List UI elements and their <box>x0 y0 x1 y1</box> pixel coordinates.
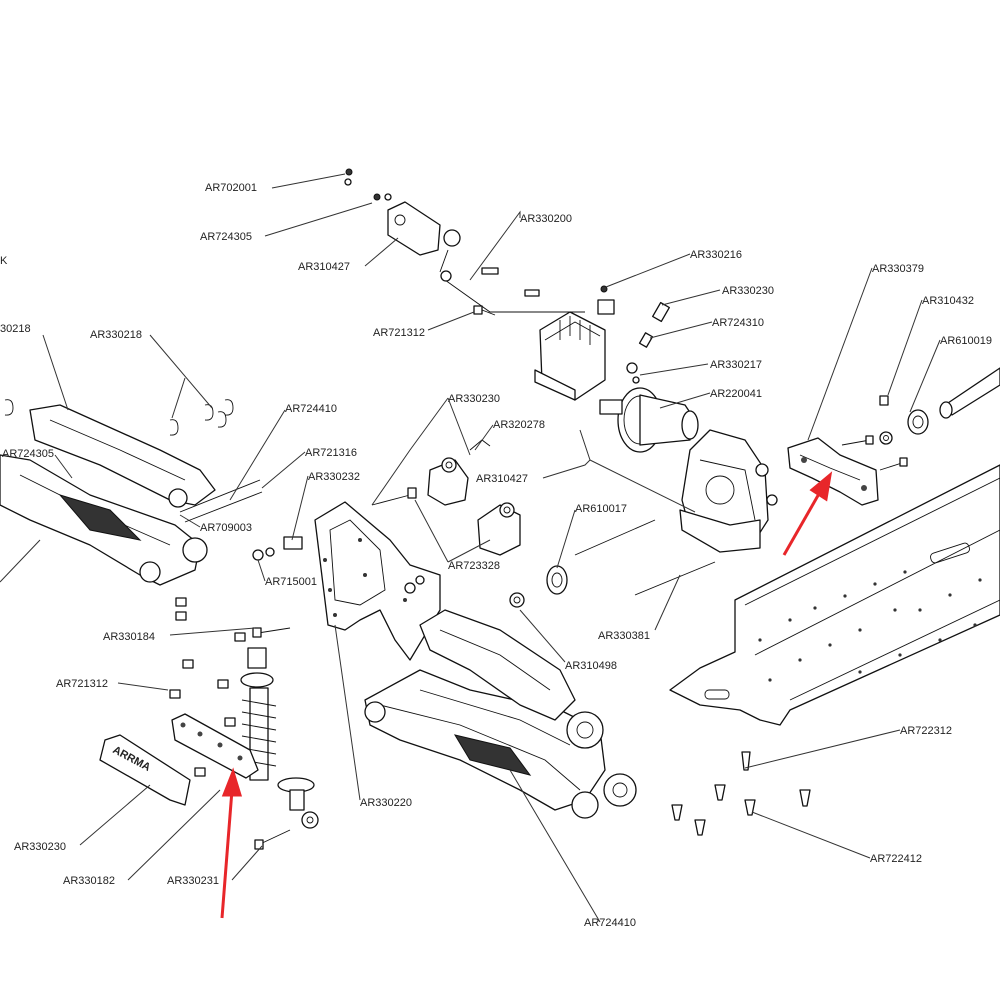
upper-suspension-arm-left <box>29 404 216 508</box>
bearing-ar610017 <box>546 565 568 595</box>
gearbox-housing <box>679 429 778 553</box>
leader-lines <box>0 173 941 923</box>
label-ar330218: AR330218 <box>90 329 142 341</box>
label-ar330200: AR330200 <box>520 213 572 225</box>
label-edge-k: K <box>0 255 8 267</box>
label-ar610019: AR610019 <box>940 335 992 347</box>
label-ar330230-right: AR330230 <box>722 285 774 297</box>
label-ar330231: AR330231 <box>167 875 219 887</box>
rear-chassis-brace <box>787 437 879 506</box>
label-ar330216: AR330216 <box>690 249 742 261</box>
hinge-pin-upper <box>574 519 656 556</box>
label-ar310427-top: AR310427 <box>298 261 350 273</box>
label-ar715001: AR715001 <box>265 576 317 588</box>
label-ar709003: AR709003 <box>200 522 252 534</box>
hub-carrier-lower <box>477 502 521 556</box>
chassis-screws-bottom <box>671 751 811 836</box>
label-ar330184: AR330184 <box>103 631 155 643</box>
label-ar610017: AR610017 <box>575 503 627 515</box>
logo-plate: ARRMA <box>99 734 191 806</box>
chassis-plate <box>669 464 1000 726</box>
label-ar724310: AR724310 <box>712 317 764 329</box>
gearbox-block <box>534 311 606 401</box>
label-ar721312-left: AR721312 <box>56 678 108 690</box>
label-ar330230-center: AR330230 <box>448 393 500 405</box>
label-ar310427-center: AR310427 <box>476 473 528 485</box>
label-ar220041: AR220041 <box>710 388 762 400</box>
red-pointer-arrow-left <box>220 767 243 919</box>
label-ar724410-upper: AR724410 <box>285 403 337 415</box>
shock-tower <box>314 501 441 661</box>
shock-absorber <box>240 647 319 829</box>
screw-ar721312-center <box>473 305 496 316</box>
sway-bar-assembly <box>439 229 585 313</box>
label-ar722412: AR722412 <box>870 853 922 865</box>
lower-suspension-arm-left <box>0 454 208 586</box>
label-ar330232: AR330232 <box>308 471 360 483</box>
pivot-screw-center <box>371 487 417 506</box>
upper-suspension-arm-center <box>419 609 576 721</box>
hinge-pins-left <box>179 479 263 523</box>
lower-suspension-arm-center <box>364 669 637 819</box>
label-ar724305-left: AR724305 <box>2 448 54 460</box>
mounting-screws-right <box>841 367 1000 471</box>
label-ar723328: AR723328 <box>448 560 500 572</box>
label-ar330381: AR330381 <box>598 630 650 642</box>
label-ar702001: AR702001 <box>205 182 257 194</box>
label-ar330182: AR330182 <box>63 875 115 887</box>
label-edge-330218: 30218 <box>0 323 31 335</box>
label-ar724305-top: AR724305 <box>200 231 252 243</box>
small-hardware-top-right <box>597 285 670 384</box>
hinge-pin-lower <box>634 561 716 596</box>
label-ar330230-left: AR330230 <box>14 841 66 853</box>
label-ar310498: AR310498 <box>565 660 617 672</box>
label-ar330379: AR330379 <box>872 263 924 275</box>
part-labels: AR702001 AR724305 AR310427 AR330200 AR72… <box>0 182 992 929</box>
label-ar722312: AR722312 <box>900 725 952 737</box>
label-ar721312-center: AR721312 <box>373 327 425 339</box>
hub-carrier-upper <box>427 439 491 506</box>
small-screws-left <box>169 536 303 850</box>
red-pointer-arrow-right <box>782 471 833 556</box>
pinion-ar310498 <box>509 592 525 608</box>
shock-mount-plate <box>171 713 259 779</box>
label-ar721316: AR721316 <box>305 447 357 459</box>
label-ar310432: AR310432 <box>922 295 974 307</box>
label-ar724410-bottom: AR724410 <box>584 917 636 929</box>
label-ar320278: AR320278 <box>493 419 545 431</box>
differential-gear <box>599 387 699 453</box>
label-ar330220: AR330220 <box>360 797 412 809</box>
servo-saver-top <box>344 168 441 256</box>
label-ar330217: AR330217 <box>710 359 762 371</box>
